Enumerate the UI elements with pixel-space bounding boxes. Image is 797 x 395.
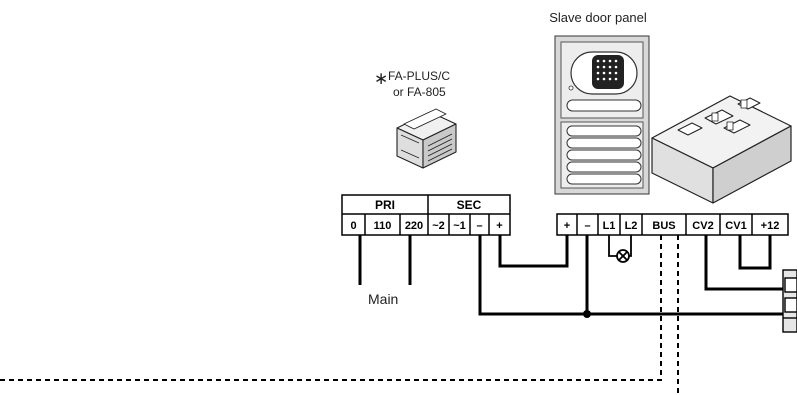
power-supply-icon	[396, 108, 457, 169]
sec-header: SEC	[457, 198, 482, 212]
panel-terminal-block	[556, 213, 789, 236]
panel-terminal-12v: +12	[761, 220, 780, 232]
panel-terminal-cv2: CV2	[692, 220, 713, 232]
bus-wires	[0, 235, 679, 395]
panel-terminal-plus: +	[564, 220, 570, 232]
psu-terminal-minus: –	[476, 220, 482, 232]
panel-terminal-cv1: CV1	[725, 220, 746, 232]
panel-terminal-minus: –	[584, 220, 590, 232]
psu-terminal-block	[341, 194, 511, 236]
panel-terminal-l2: L2	[625, 220, 638, 232]
slave-panel-label: Slave door panel	[549, 10, 647, 25]
door-panel-icon	[554, 35, 650, 195]
psu-terminal-110: 110	[374, 220, 392, 232]
psu-terminal-220: 220	[405, 220, 423, 232]
psu-terminal-plus: +	[496, 220, 502, 232]
psu-terminal-ac2: ~2	[432, 220, 445, 232]
panel-terminal-l1: L1	[603, 220, 616, 232]
psu-model-alt-label: or FA-805	[393, 85, 446, 99]
mains-label: Main	[368, 291, 398, 307]
module-box-icon	[651, 95, 792, 204]
wire-junction	[583, 310, 591, 318]
star-marker: ∗	[374, 69, 388, 88]
panel-terminal-bus: BUS	[652, 220, 675, 232]
lamp-icon	[608, 235, 632, 263]
lock-wires	[704, 235, 785, 291]
mains-wires	[358, 235, 412, 285]
psu-terminal-ac1: ~1	[453, 220, 466, 232]
door-lock-icon	[782, 269, 797, 333]
power-wires	[478, 235, 785, 316]
psu-terminal-0: 0	[350, 220, 356, 232]
pri-header: PRI	[375, 198, 395, 212]
psu-model-label: FA-PLUS/C	[388, 69, 450, 83]
